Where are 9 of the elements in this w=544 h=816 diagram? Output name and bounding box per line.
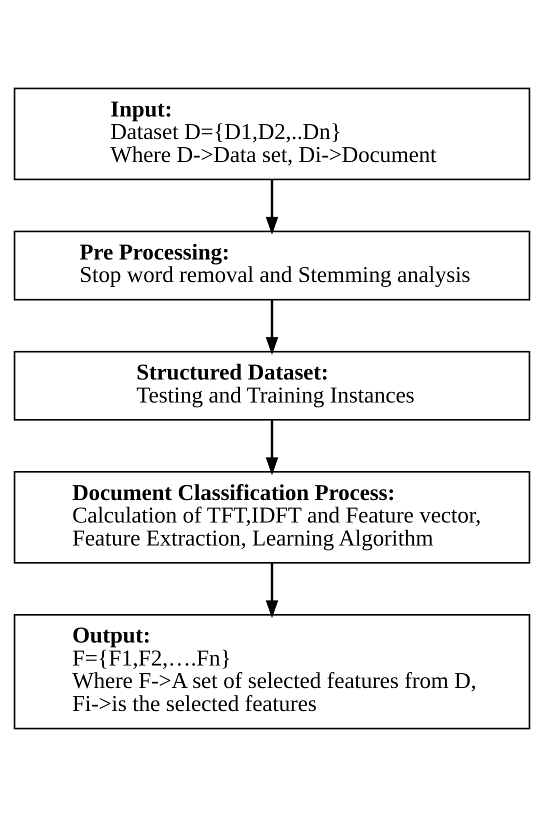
arrow [266,420,278,475]
arrow [266,562,278,618]
arrow [266,179,278,234]
arrow [266,299,278,354]
node-box: Document Classification Process: Calculation of TFT,IDFT and Feature vector, Feature Extraction, Learning Algorithm [14,470,530,564]
node-box: Pre Processing: Stop word removal and Stemming analysis [14,230,530,300]
node-box: Input: Dataset D={D1,D2,..Dn} Where D->Data set, Di->Document [14,87,530,180]
node-box: Structured Dataset: Testing and Training Instances [14,350,530,420]
node-box: Output: F={F1,F2,….Fn} Where F->A set of selected features from D, Fi->is the selected features [14,613,530,729]
